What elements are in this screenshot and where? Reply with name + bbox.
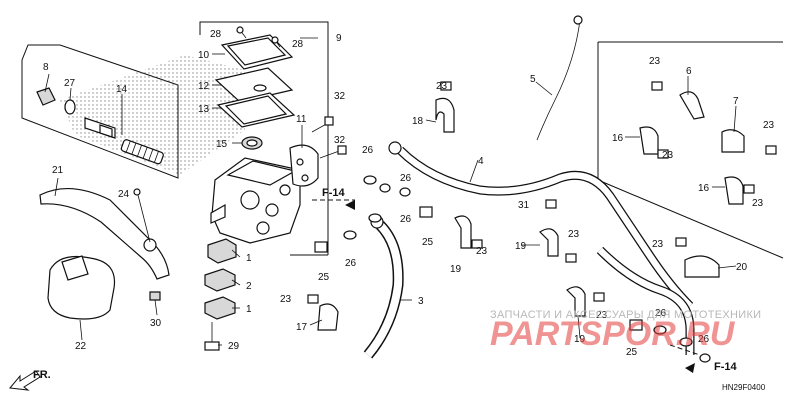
callout-10: 10 [198,50,210,61]
callout-23-j: 23 [280,294,292,305]
front-indicator-label: FR. [33,369,51,381]
section-references: F-14 F-14 [322,187,738,373]
bolts-32 [311,116,347,159]
brake-lever [39,187,170,301]
callout-13: 13 [198,104,210,115]
brake-hose-3 [363,215,404,359]
callout-8: 8 [43,62,49,73]
callout-23-f: 23 [652,239,664,250]
section-arrows [312,199,701,373]
callout-19-b: 19 [515,241,527,252]
callout-3: 3 [418,296,424,307]
callout-23-g: 23 [568,229,580,240]
callout-4: 4 [478,156,484,167]
callout-19-a: 19 [450,264,462,275]
section-ref-f14-upper: F-14 [322,187,346,199]
callout-20: 20 [736,262,748,273]
callout-28-a: 28 [210,29,222,40]
callout-23-c: 23 [763,120,775,131]
master-cylinder-frame [199,21,329,256]
brake-hose-4 [388,141,694,310]
callout-labels: 8 27 14 28 28 9 10 12 13 15 11 32 32 21 … [43,29,775,358]
master-cylinder-holder [289,144,319,187]
callout-18: 18 [412,116,424,127]
piston-kit [36,87,164,165]
callout-17: 17 [296,322,308,333]
callout-25-b: 25 [318,272,330,283]
reservoir-cap-stack [214,26,296,150]
section-ref-f14-lower: F-14 [714,361,738,373]
brake-hose-lower-right [596,246,695,355]
callout-30: 30 [150,318,162,329]
callout-31: 31 [518,200,530,211]
callout-25-c: 25 [626,347,638,358]
fasteners [307,81,777,363]
callout-7: 7 [733,96,739,107]
callout-12: 12 [198,81,210,92]
callout-11: 11 [296,114,307,125]
callout-29: 29 [228,341,240,352]
callout-15: 15 [216,139,228,150]
clamps [317,91,745,331]
callout-21: 21 [52,165,64,176]
callout-25-a: 25 [422,237,434,248]
callout-22: 22 [75,341,87,352]
leader-lines [44,37,737,346]
callout-26-c: 26 [400,214,412,225]
callout-23-a: 23 [436,81,448,92]
callout-24: 24 [118,189,130,200]
callout-32-a: 32 [334,91,346,102]
callout-16-a: 16 [612,133,624,144]
callout-23-d: 23 [662,150,674,161]
front-arrow: FR. [9,369,51,391]
watermark: ЗАПЧАСТИ И АКСЕССУАРЫ ДЛЯ МОТОТЕХНИКИ PA… [490,309,761,353]
callout-26-d: 26 [345,258,357,269]
callout-19-c: 19 [574,334,586,345]
callout-1-a: 1 [246,253,252,264]
callout-9: 9 [336,33,342,44]
piston-kit-frame [21,44,179,179]
callout-23-i: 23 [596,310,608,321]
callout-1-b: 1 [246,304,252,315]
callout-32-b: 32 [334,135,346,146]
callout-16-b: 16 [698,183,710,194]
callout-6: 6 [686,66,692,77]
callout-28-b: 28 [292,39,304,50]
callout-27: 27 [64,78,76,89]
callout-26-b: 26 [400,173,412,184]
callout-26-e: 26 [655,308,667,319]
callout-26-f: 26 [698,334,710,345]
callout-23-h: 23 [476,246,488,257]
diagram-code: HN29F0400 [722,383,766,392]
switch-parts [204,238,237,351]
watermark-subtitle: ЗАПЧАСТИ И АКСЕССУАРЫ ДЛЯ МОТОТЕХНИКИ [490,309,761,321]
callout-14: 14 [116,84,128,95]
brake-hose-5 [536,15,583,141]
callout-26-a: 26 [362,145,374,156]
callout-2: 2 [246,281,252,292]
piston-shading [60,55,245,175]
lever-cover [47,255,116,320]
callout-23-e: 23 [752,198,764,209]
watermark-brand: PARTSPOR.RU [490,315,736,353]
callout-5: 5 [530,74,536,85]
callout-23-b: 23 [649,56,661,67]
master-cylinder-body [210,157,301,244]
